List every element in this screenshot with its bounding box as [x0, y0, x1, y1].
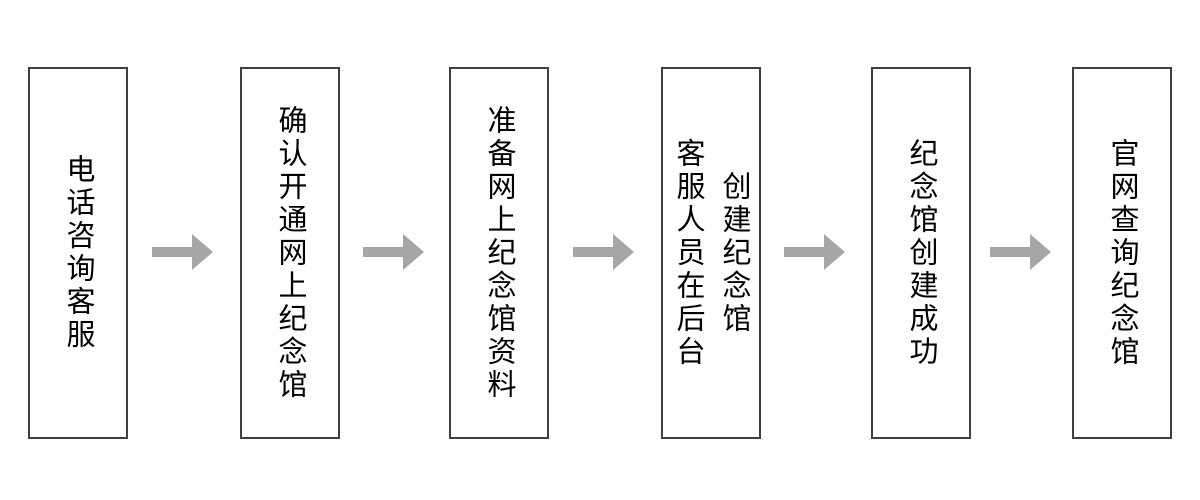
- right-arrow-shape: [990, 234, 1051, 270]
- right-arrow-icon: [990, 234, 1051, 270]
- right-arrow-icon: [363, 234, 424, 270]
- flow-step-6: 官网查询纪念馆: [1072, 67, 1172, 439]
- right-arrow-shape: [152, 234, 213, 270]
- flow-step-4: 客服人员在后台 创建纪念馆: [661, 67, 761, 439]
- flow-step-2-label: 确认开通网上纪念馆: [274, 104, 306, 402]
- right-arrow-shape: [363, 234, 424, 270]
- flow-step-1: 电话咨询客服: [28, 67, 128, 439]
- flow-step-1-label: 电话咨询客服: [62, 154, 94, 352]
- flow-step-6-label: 官网查询纪念馆: [1106, 137, 1138, 369]
- right-arrow-shape: [784, 234, 845, 270]
- flow-step-4-label: 客服人员在后台 创建纪念馆: [672, 137, 750, 369]
- flow-step-2: 确认开通网上纪念馆: [240, 67, 340, 439]
- right-arrow-shape: [573, 234, 634, 270]
- flow-step-3-label: 准备网上纪念馆资料: [483, 104, 515, 402]
- flow-step-5-label: 纪念馆创建成功: [905, 137, 937, 369]
- flow-step-3: 准备网上纪念馆资料: [449, 67, 549, 439]
- right-arrow-icon: [784, 234, 845, 270]
- right-arrow-icon: [152, 234, 213, 270]
- flow-step-5: 纪念馆创建成功: [871, 67, 971, 439]
- right-arrow-icon: [573, 234, 634, 270]
